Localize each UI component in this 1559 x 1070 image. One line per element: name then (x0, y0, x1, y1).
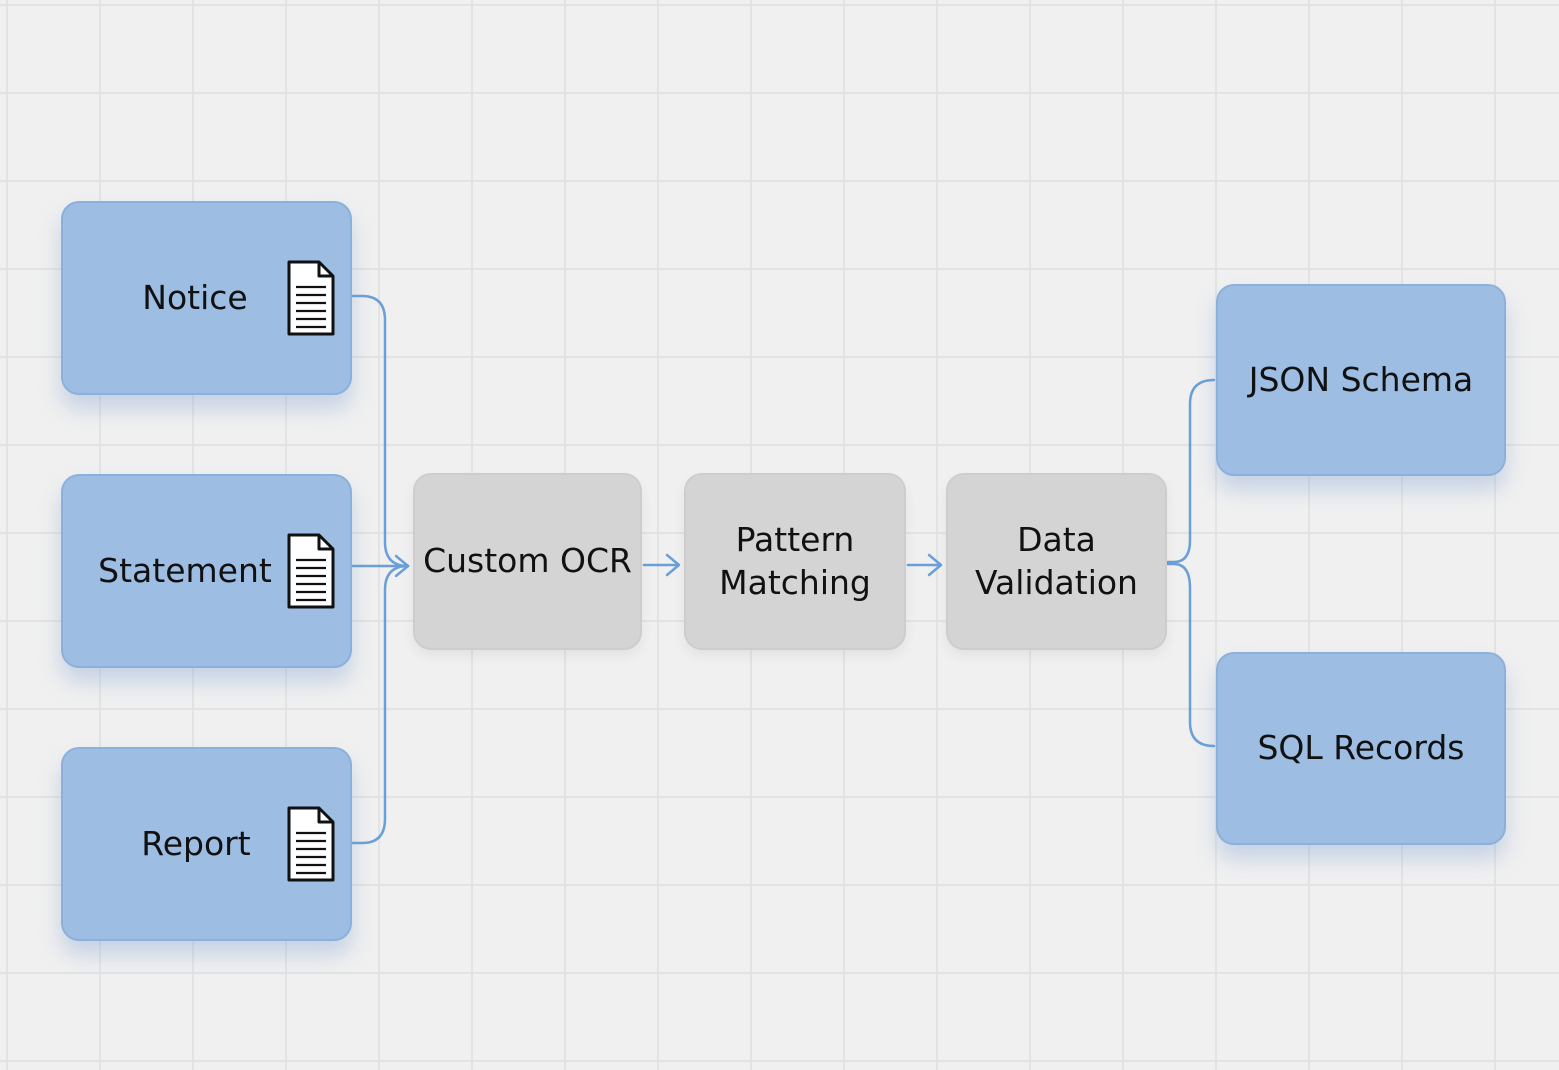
source-label-notice: Notice (142, 277, 248, 317)
connector-validation-to-json (1166, 378, 1216, 564)
step-label-custom-ocr: Custom OCR (423, 541, 632, 581)
step-label-data-validation: Data Validation (975, 520, 1138, 602)
connector-notice (350, 294, 410, 568)
source-node-statement[interactable]: Statement (61, 474, 352, 668)
document-icon (287, 260, 335, 336)
source-node-notice[interactable]: Notice (61, 201, 352, 395)
step-node-custom-ocr[interactable]: Custom OCR (413, 473, 642, 650)
arrowhead-pattern (665, 553, 681, 577)
source-label-report: Report (141, 823, 251, 863)
document-icon (287, 806, 335, 882)
arrowhead-validation (927, 553, 943, 577)
output-node-sql-records[interactable]: SQL Records (1216, 652, 1506, 845)
source-label-statement: Statement (98, 550, 272, 590)
source-node-report[interactable]: Report (61, 747, 352, 941)
step-node-pattern-matching[interactable]: Pattern Matching (684, 473, 906, 650)
step-label-pattern-matching: Pattern Matching (719, 520, 871, 602)
connector-validation-to-sql (1166, 562, 1216, 748)
connector-report (350, 564, 410, 845)
output-label-sql-records: SQL Records (1257, 728, 1465, 768)
arrowhead-ocr (394, 554, 410, 578)
output-node-json-schema[interactable]: JSON Schema (1216, 284, 1506, 476)
document-icon (287, 533, 335, 609)
output-label-json-schema: JSON Schema (1248, 359, 1474, 399)
step-node-data-validation[interactable]: Data Validation (946, 473, 1167, 650)
